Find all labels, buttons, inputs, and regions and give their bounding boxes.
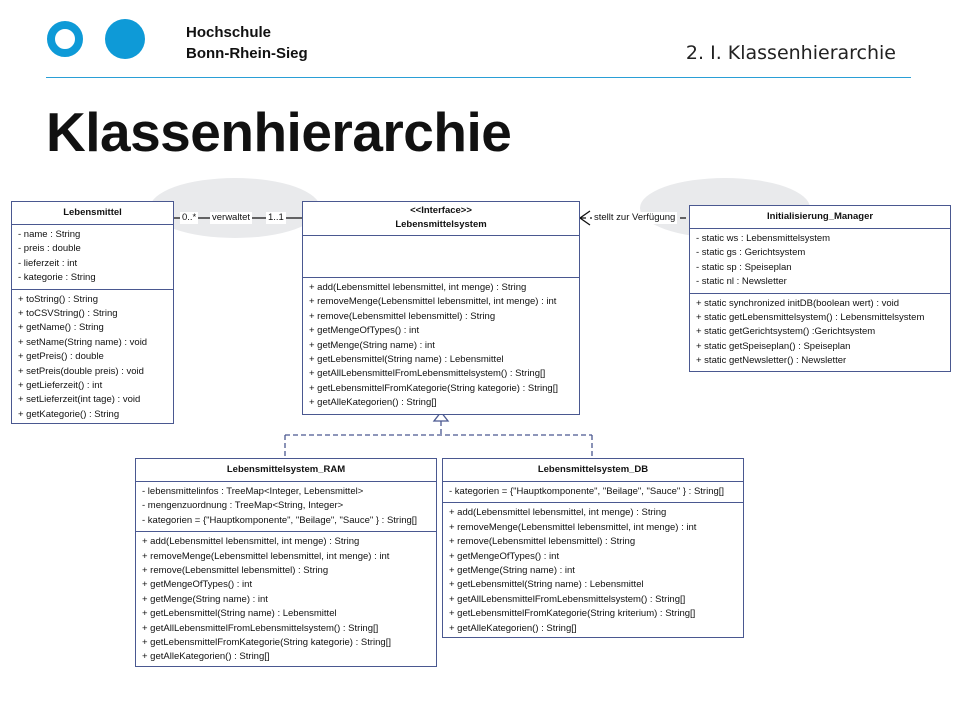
dependency-label: stellt zur Verfügung — [592, 212, 678, 224]
attribute-section: - kategorien = {"Hauptkomponente", "Beil… — [443, 482, 743, 504]
attribute: - kategorien = {"Hauptkomponente", "Beil… — [142, 514, 418, 526]
method: + getLebensmittelFromKategorie(String kr… — [449, 608, 696, 620]
class-lebensmittelsystem-db: Lebensmittelsystem_DB - kategorien = {"H… — [442, 458, 744, 638]
logo-dot — [105, 19, 145, 59]
attribute: - kategorie : String — [18, 272, 96, 284]
method: + add(Lebensmittel lebensmittel, int men… — [449, 507, 667, 519]
method: + getLebensmittel(String name) : Lebensm… — [449, 579, 644, 591]
attribute: - static nl : Newsletter — [696, 276, 787, 288]
method: + setName(String name) : void — [18, 336, 148, 348]
attribute: - static sp : Speiseplan — [696, 261, 792, 273]
class-header: Lebensmittel — [12, 202, 173, 225]
section-label: 2. I. Klassenhierarchie — [685, 42, 896, 64]
header-divider — [46, 77, 911, 78]
institution-name: Hochschule Bonn-Rhein-Sieg — [186, 22, 308, 64]
method: + getMenge(String name) : int — [142, 593, 268, 605]
stereotype: <<Interface>> — [410, 205, 472, 216]
method-section: + add(Lebensmittel lebensmittel, int men… — [136, 532, 436, 668]
method: + removeMenge(Lebensmittel lebensmittel,… — [142, 550, 390, 562]
method: + getLebensmittelFromKategorie(String ka… — [142, 636, 391, 648]
method: + static getGerichtsystem() :Gerichtsyst… — [696, 326, 876, 338]
logo-ring — [47, 21, 83, 57]
attribute: - name : String — [18, 229, 81, 240]
method-section: + add(Lebensmittel lebensmittel, int men… — [443, 503, 743, 639]
class-header: Lebensmittelsystem_DB — [443, 459, 743, 482]
method: + getAlleKategorien() : String[] — [449, 622, 577, 634]
attribute: - kategorien = {"Hauptkomponente", "Beil… — [449, 486, 725, 497]
method: + toCSVString() : String — [18, 307, 118, 319]
method: + static getNewsletter() : Newsletter — [696, 355, 847, 367]
method: + static synchronized initDB(boolean wer… — [696, 297, 900, 309]
method-section: + add(Lebensmittel lebensmittel, int men… — [303, 278, 579, 414]
class-header: Initialisierung_Manager — [690, 206, 950, 229]
attribute: - mengenzuordnung : TreeMap<String, Inte… — [142, 500, 344, 512]
method: + getAllLebensmittelFromLebensmittelsyst… — [449, 593, 686, 605]
method: + static getSpeiseplan() : Speiseplan — [696, 340, 851, 352]
class-lebensmittelsystem-ram: Lebensmittelsystem_RAM - lebensmittelinf… — [135, 458, 437, 667]
class-lebensmittel: Lebensmittel - name : String - preis : d… — [11, 201, 174, 424]
institution-line-1: Hochschule — [186, 24, 272, 41]
attribute-section: - static ws : Lebensmittelsystem - stati… — [690, 229, 950, 294]
class-header: <<Interface>> Lebensmittelsystem — [303, 202, 579, 236]
association-label: verwaltet — [210, 212, 253, 224]
attribute-section: - name : String - preis : double - liefe… — [12, 225, 173, 290]
method-section: + toString() : String + toCSVString() : … — [12, 290, 173, 426]
method: + static getLebensmittelsystem() : Leben… — [696, 311, 925, 323]
method-section: + static synchronized initDB(boolean wer… — [690, 294, 950, 372]
method: + setLieferzeit(int tage) : void — [18, 394, 141, 406]
attribute: - preis : double — [18, 243, 81, 255]
attribute: - lebensmittelinfos : TreeMap<Integer, L… — [142, 486, 364, 497]
class-name: Lebensmittelsystem_DB — [537, 464, 649, 475]
method: + getMengeOfTypes() : int — [309, 325, 420, 337]
method: + getLebensmittel(String name) : Lebensm… — [309, 353, 504, 365]
method: + setPreis(double preis) : void — [18, 365, 144, 377]
method: + getLebensmittelFromKategorie(String ka… — [309, 382, 558, 394]
class-name: Initialisierung_Manager — [766, 211, 874, 222]
method: + remove(Lebensmittel lebensmittel) : St… — [309, 310, 496, 322]
method: + getMenge(String name) : int — [449, 564, 575, 576]
page-title: Klassenhierarchie — [46, 101, 512, 163]
dependency-arrowhead — [578, 210, 591, 226]
attribute: - static gs : Gerichtsystem — [696, 247, 806, 259]
interface-lebensmittelsystem: <<Interface>> Lebensmittelsystem + add(L… — [302, 201, 580, 415]
multiplicity-lebensmittelsystem: 1..1 — [266, 212, 286, 224]
institution-line-2: Bonn-Rhein-Sieg — [186, 45, 308, 62]
attribute: - lieferzeit : int — [18, 257, 78, 269]
method: + getName() : String — [18, 322, 104, 334]
class-name: Lebensmittelsystem_RAM — [226, 464, 346, 475]
university-logo — [47, 19, 145, 59]
method: + toString() : String — [18, 293, 98, 305]
method: + getLieferzeit() : int — [18, 379, 103, 391]
decorative-arc-left — [150, 178, 320, 238]
method: + getMengeOfTypes() : int — [142, 579, 253, 591]
method: + getAlleKategorien() : String[] — [309, 397, 437, 409]
method: + getLebensmittel(String name) : Lebensm… — [142, 608, 337, 620]
method: + removeMenge(Lebensmittel lebensmittel,… — [309, 296, 557, 308]
attribute-section — [303, 236, 579, 278]
method: + getMengeOfTypes() : int — [449, 550, 560, 562]
method: + removeMenge(Lebensmittel lebensmittel,… — [449, 521, 697, 533]
method: + add(Lebensmittel lebensmittel, int men… — [142, 536, 360, 548]
multiplicity-lebensmittel: 0..* — [180, 212, 199, 224]
class-name: Lebensmittelsystem — [395, 219, 487, 230]
method: + add(Lebensmittel lebensmittel, int men… — [309, 282, 527, 293]
method: + remove(Lebensmittel lebensmittel) : St… — [449, 536, 636, 548]
method: + remove(Lebensmittel lebensmittel) : St… — [142, 564, 329, 576]
attribute-section: - lebensmittelinfos : TreeMap<Integer, L… — [136, 482, 436, 533]
method: + getMenge(String name) : int — [309, 339, 435, 351]
method: + getAlleKategorien() : String[] — [142, 651, 270, 663]
class-initialisierung-manager: Initialisierung_Manager - static ws : Le… — [689, 205, 951, 372]
method: + getPreis() : double — [18, 351, 104, 363]
attribute: - static ws : Lebensmittelsystem — [696, 233, 831, 244]
class-header: Lebensmittelsystem_RAM — [136, 459, 436, 482]
method: + getKategorie() : String — [18, 408, 120, 420]
method: + getAllLebensmittelFromLebensmittelsyst… — [142, 622, 379, 634]
method: + getAllLebensmittelFromLebensmittelsyst… — [309, 368, 546, 380]
class-name: Lebensmittel — [63, 207, 122, 218]
